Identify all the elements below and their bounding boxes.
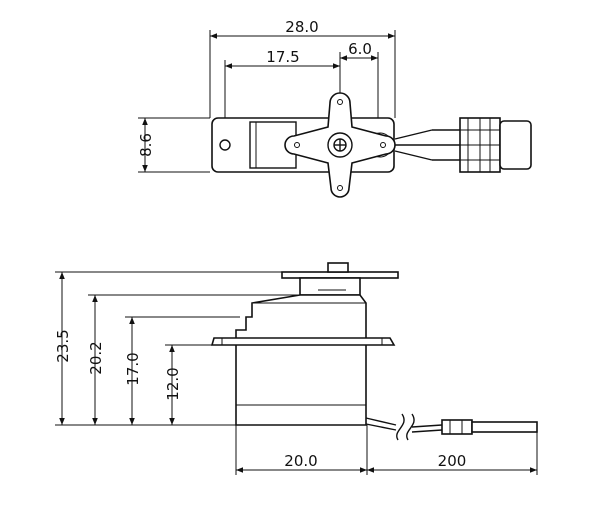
- label-flange-height: 12.0: [164, 367, 182, 400]
- output-shaft: [327, 132, 353, 158]
- shaft-hub-side: [327, 262, 349, 273]
- servo-horn-side: [281, 271, 399, 279]
- label-body-top-height: 20.2: [87, 341, 105, 374]
- side-view: 23.5 20.2 17.0 12.0 20.0 200: [54, 262, 538, 475]
- mount-flange-side: [210, 337, 396, 346]
- label-body-width: 20.0: [284, 452, 317, 470]
- label-overall-length: 28.0: [285, 18, 318, 36]
- connector-plug-top: [499, 120, 532, 170]
- label-tab-top-height: 17.0: [124, 352, 142, 385]
- mount-hole-left: [219, 139, 231, 151]
- top-view: 28.0 17.5 6.0 8.6: [137, 18, 532, 198]
- connector-side: [441, 419, 473, 435]
- wire-break-mark: [396, 413, 405, 441]
- label-total-height: 23.5: [54, 329, 72, 362]
- label-axis-to-end: 6.0: [348, 40, 372, 58]
- label-thickness: 8.6: [137, 133, 155, 157]
- connector-plug-side: [471, 421, 538, 433]
- label-lead-length: 200: [438, 452, 467, 470]
- label-mount-to-axis: 17.5: [266, 48, 299, 66]
